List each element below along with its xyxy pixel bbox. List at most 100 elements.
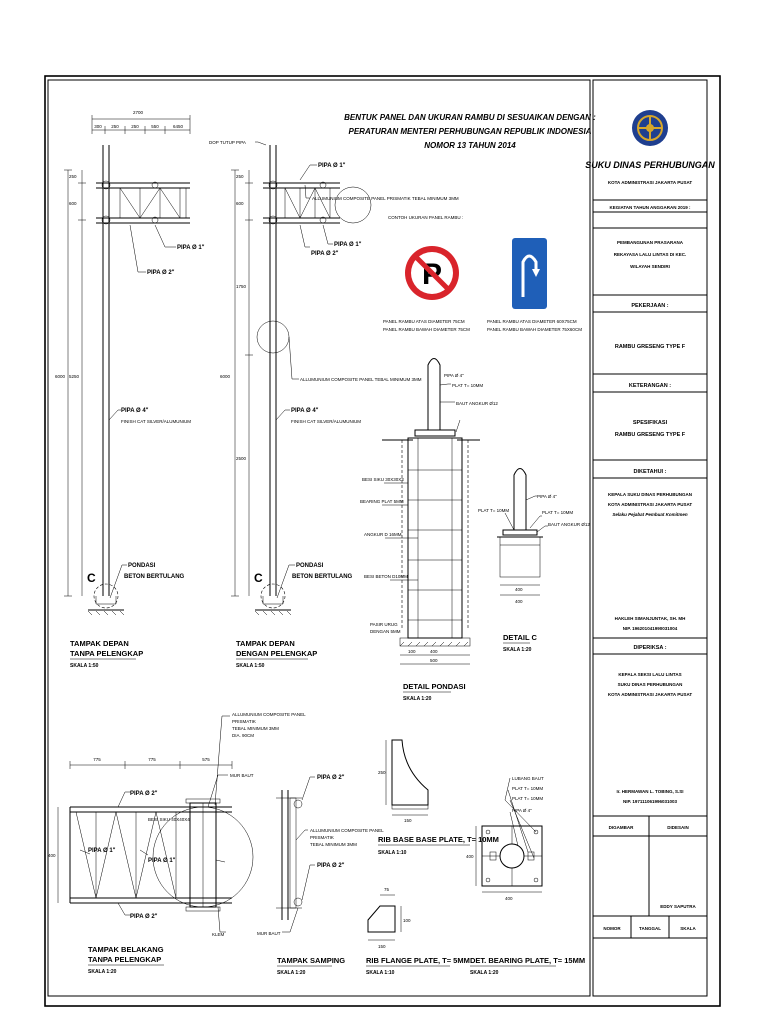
- full-label-pipa4: PIPA Ø 4": [291, 408, 319, 414]
- rib-flange-dim-v: 100: [403, 918, 411, 923]
- pondasi-dim-b: 400: [430, 649, 438, 654]
- bearing-scale: SKALA 1:20: [470, 970, 499, 976]
- tb-note-1: SPESIFIKASI: [633, 420, 668, 426]
- side-label-acp3: TEBAL MINIMUM 3MM: [310, 842, 357, 847]
- bearing-dim-v: 400: [466, 854, 474, 859]
- tb-checked-2: SUKU DINAS PERHUBUNGAN: [618, 682, 683, 687]
- tb-checked-3: KOTA ADMINISTRASI JAKARTA PUSAT: [608, 692, 692, 697]
- pondasi-dim-a: 100: [408, 649, 416, 654]
- side-caption: TAMPAK SAMPING: [277, 956, 345, 965]
- tb-checked-nip: NIP. 197111061996031003: [623, 799, 677, 804]
- bearing-label-lubang: LUBANG BAUT: [512, 776, 544, 781]
- sign-examples-title: CONTOH UKURAN PANEL RAMBU :: [388, 215, 463, 220]
- full-scale: SKALA 1:50: [236, 663, 265, 669]
- full-dim-height: 6000: [220, 374, 231, 379]
- rear-dim-c: 575: [202, 757, 210, 762]
- full-dim-2500: 2500: [236, 456, 247, 461]
- front-label-beton: BETON BERTULANG: [124, 574, 185, 580]
- front-view-full-drawing: [231, 141, 372, 616]
- rear-label-klem: KLEM: [212, 932, 225, 937]
- pondasi-dim-c: 500: [430, 658, 438, 663]
- rear-label-acp1: ALLUMUNIUM COMPOSITE PANEL: [232, 712, 306, 717]
- side-label-acp2: PRISMATIK: [310, 835, 334, 840]
- u-turn-note2: PANEL RAMBU BAWAH DIAMETER 75X60CM: [487, 327, 582, 332]
- detail-c-label-plat2: PLAT T= 10MM: [542, 510, 573, 515]
- tb-activity-label: KEGIATAN TAHUN ANGGARAN 2019 :: [609, 205, 691, 210]
- no-parking-note1: PANEL RAMBU ATAS DIAMETER 75CM: [383, 319, 465, 324]
- tb-activity-3: WILAYAH SENDIRI: [630, 264, 670, 269]
- detail-c-label-pipa: PIPA Ø 4": [537, 494, 557, 499]
- rear-label-acp4: DIA. 90CM: [232, 733, 254, 738]
- front-dim-e: 6450: [173, 124, 184, 129]
- full-marker-c: C: [254, 571, 263, 585]
- rib-base-dim-h: 150: [404, 818, 412, 823]
- bearing-caption: DET. BEARING PLATE, T= 15MM: [470, 956, 585, 965]
- front-dim-top2: 600: [69, 201, 77, 206]
- tb-activity-1: PEMBANGUNAN PRASARANA: [617, 240, 684, 245]
- heading-line2: PERATURAN MENTERI PERHUBUNGAN REPUBLIK I…: [349, 127, 592, 136]
- full-label-pondasi: PONDASI: [296, 563, 324, 569]
- detail-c-dim-a: 400: [515, 587, 523, 592]
- side-view-drawing: [276, 776, 315, 933]
- full-label-beton: BETON BERTULANG: [292, 574, 353, 580]
- tb-designer: EDDY SAPUTRA: [660, 904, 696, 909]
- rear-dim-a: 775: [93, 757, 101, 762]
- tb-checked-1: KEPALA SEKSI LALU LINTAS: [618, 672, 681, 677]
- heading-line1: BENTUK PANEL DAN UKURAN RAMBU DI SESUAIK…: [344, 113, 596, 122]
- full-label-pipa1a: PIPA Ø 1": [318, 163, 346, 169]
- tb-col-scale: SKALA: [680, 926, 696, 931]
- rib-flange-dim-top: 75: [384, 887, 390, 892]
- front-dim-b: 250: [111, 124, 119, 129]
- foundation-detail-drawing: [382, 358, 480, 665]
- tb-activity-2: REKAYASA LALU LINTAS DI KEC.: [614, 252, 686, 257]
- side-label-acp1: ALLUMUNIUM COMPOSITE PANEL: [310, 828, 384, 833]
- pondasi-label-angkur: ANGKUR D 16MM: [364, 532, 402, 537]
- pondasi-label-bearing: BEARING PLAT 5MM: [360, 499, 404, 504]
- rib-flange-dim-h: 150: [378, 944, 386, 949]
- rear-label-pipa2a: PIPA Ø 2": [130, 791, 158, 797]
- side-label-pipa2a: PIPA Ø 2": [317, 775, 345, 781]
- bearing-plate-drawing: [475, 777, 543, 893]
- pondasi-label-besi-beton: BESI BETON D10MM: [364, 574, 408, 579]
- bearing-label-plat2: PLAT T= 10MM: [512, 796, 543, 801]
- front-label-finish: FINISH CAT SILVER/ALUMUNIUM: [121, 419, 191, 424]
- rear-dim-b: 775: [148, 757, 156, 762]
- rear-label-besi-siku: BESI SIKU 40X40X4: [148, 817, 190, 822]
- full-label-acp1: ALLUMUNIUM COMPOSITE PANEL PRISMATIK TEB…: [312, 196, 459, 201]
- rear-label-pipa1a: PIPA Ø 1": [88, 848, 116, 854]
- front-scale: SKALA 1:50: [70, 663, 99, 669]
- rear-label-acp2: PRISMATIK: [232, 719, 256, 724]
- rear-caption2: TANPA PELENGKAP: [88, 955, 161, 964]
- detail-c-scale: SKALA 1:20: [503, 647, 532, 653]
- u-turn-note1: PANEL RAMBU ATAS DIAMETER 60X75CM: [487, 319, 577, 324]
- rib-flange-scale: SKALA 1:10: [366, 970, 395, 976]
- rib-flange-plate-drawing: [367, 894, 402, 941]
- tb-region: KOTA ADMINISTRASI JAKARTA PUSAT: [608, 180, 692, 185]
- front-dim-d: 550: [151, 124, 159, 129]
- pondasi-label-baut: BAUT ANGKUR Ø12: [456, 401, 498, 406]
- side-scale: SKALA 1:20: [277, 970, 306, 976]
- pondasi-label-dengan: DENGAN 5MM: [370, 629, 401, 634]
- front-caption1: TAMPAK DEPAN: [70, 639, 129, 648]
- side-label-pipa2b: PIPA Ø 2": [317, 863, 345, 869]
- dishub-logo-icon: [632, 110, 668, 146]
- tb-known-1: KEPALA SUKU DINAS PERHUBUNGAN: [608, 492, 692, 497]
- full-label-pipa2: PIPA Ø 2": [311, 251, 339, 257]
- title-block-lines: [593, 199, 707, 939]
- no-parking-note2: PANEL RAMBU BAWAH DIAMETER 75CM: [383, 327, 470, 332]
- front-label-pondasi: PONDASI: [128, 563, 156, 569]
- bearing-dim-h: 400: [505, 896, 513, 901]
- rear-view-drawing: [57, 761, 254, 933]
- tb-known-label: DIKETAHUI :: [634, 469, 667, 475]
- rear-label-pipa2b: PIPA Ø 2": [130, 914, 158, 920]
- no-parking-sign-icon: P: [405, 246, 459, 300]
- full-label-pipa1b: PIPA Ø 1": [334, 242, 362, 248]
- tb-checked-label: DIPERIKSA :: [633, 645, 666, 651]
- rear-label-mur: MUR BAUT: [230, 773, 254, 778]
- rear-label-pipa1b: PIPA Ø 1": [148, 858, 176, 864]
- outer-frame: [44, 75, 721, 1007]
- front-dim-top1: 250: [69, 174, 77, 179]
- tb-note-label: KETERANGAN :: [629, 383, 671, 389]
- tb-note-2: RAMBU GRESENG TYPE F: [615, 432, 686, 438]
